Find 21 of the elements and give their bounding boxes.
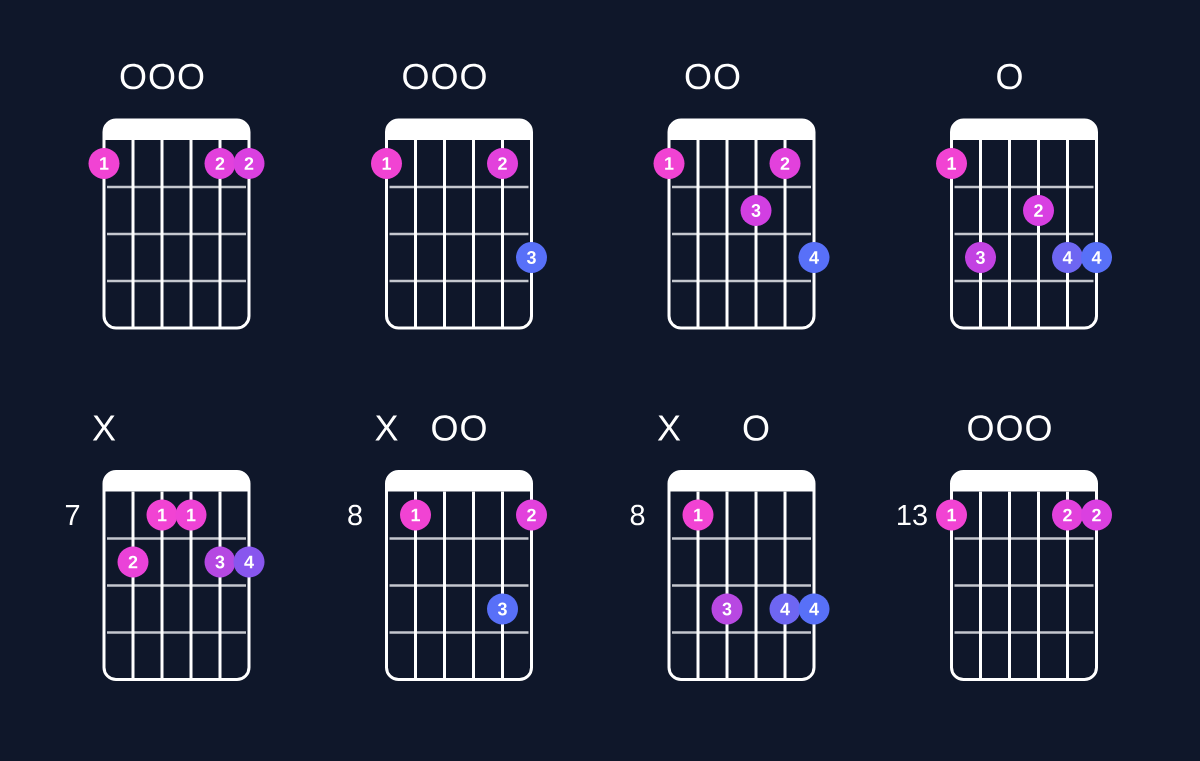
fret-number: 8 [630,504,645,526]
string-marker: O [403,63,428,90]
string-marker: O [178,63,204,90]
fret-number: 8 [348,504,362,526]
string-marker: O [997,63,1022,90]
string-marker: X [375,415,398,441]
string-marker: O [432,415,457,441]
string-marker: X [657,415,681,441]
string-marker: O [997,415,1022,441]
string-marker: O [120,63,146,90]
fret-number: 7 [65,505,80,525]
string-marker: O [1026,415,1051,441]
string-marker: O [685,63,711,90]
string-marker: O [461,415,486,441]
string-marker: O [714,63,740,90]
string-marker: O [461,63,486,90]
string-marker: O [149,63,175,90]
string-marker: O [968,415,993,441]
string-marker: O [743,415,769,441]
string-marker: X [92,415,116,441]
string-marker: O [432,63,457,90]
